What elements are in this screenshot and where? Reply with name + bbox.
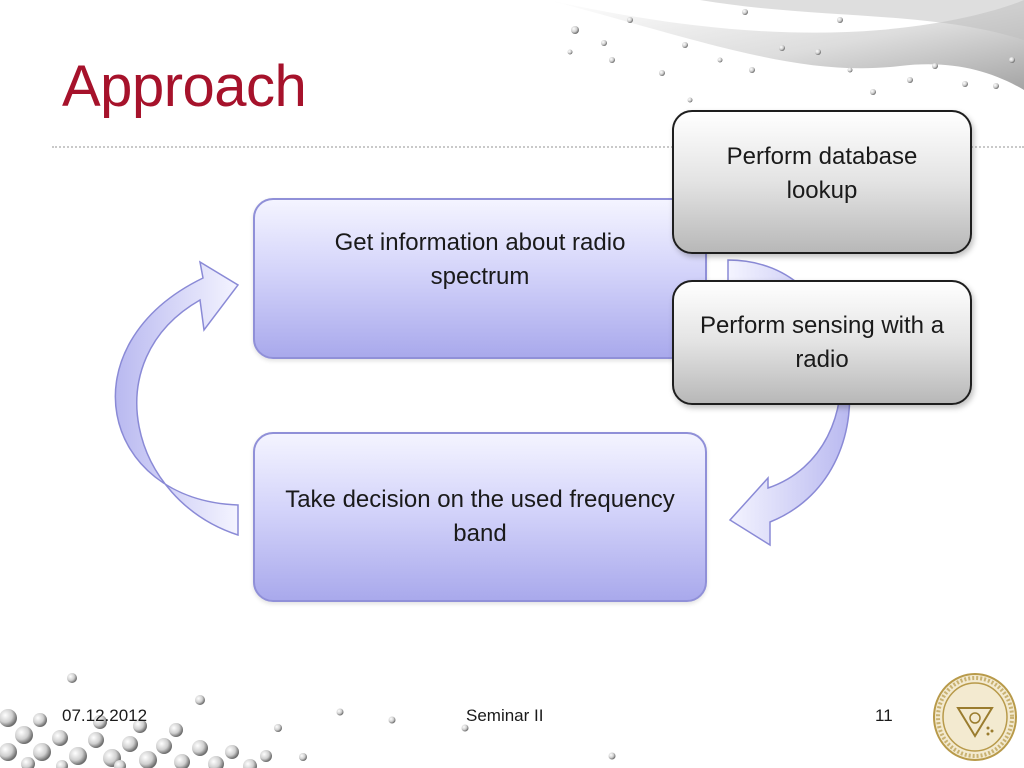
swoosh-decoration (548, 0, 1024, 90)
university-seal-icon (933, 673, 1017, 761)
process-step-get-information: Get information about radio spectrum (253, 198, 707, 359)
footer-page-number: 11 (875, 706, 893, 725)
process-step-label: Get information about radio spectrum (334, 228, 626, 290)
slide-title: Approach (62, 54, 307, 119)
process-step-take-decision: Take decision on the used frequency band (253, 432, 707, 602)
process-step-label: Take decision on the used frequency band (285, 486, 675, 547)
cycle-arrow-left (114, 260, 240, 537)
sub-step-database-lookup: Perform database lookup (672, 110, 972, 254)
pearl-dots-top (567, 9, 1015, 103)
sub-step-label: Perform sensing with a radio (699, 311, 945, 373)
title-divider (52, 146, 1024, 148)
footer-date: 07.12.2012 (62, 706, 148, 725)
footer-center-text: Seminar II (466, 706, 544, 725)
sub-step-sensing: Perform sensing with a radio (672, 280, 972, 405)
pearl-dots-bottom (0, 673, 616, 768)
sub-step-label: Perform database lookup (726, 143, 918, 204)
